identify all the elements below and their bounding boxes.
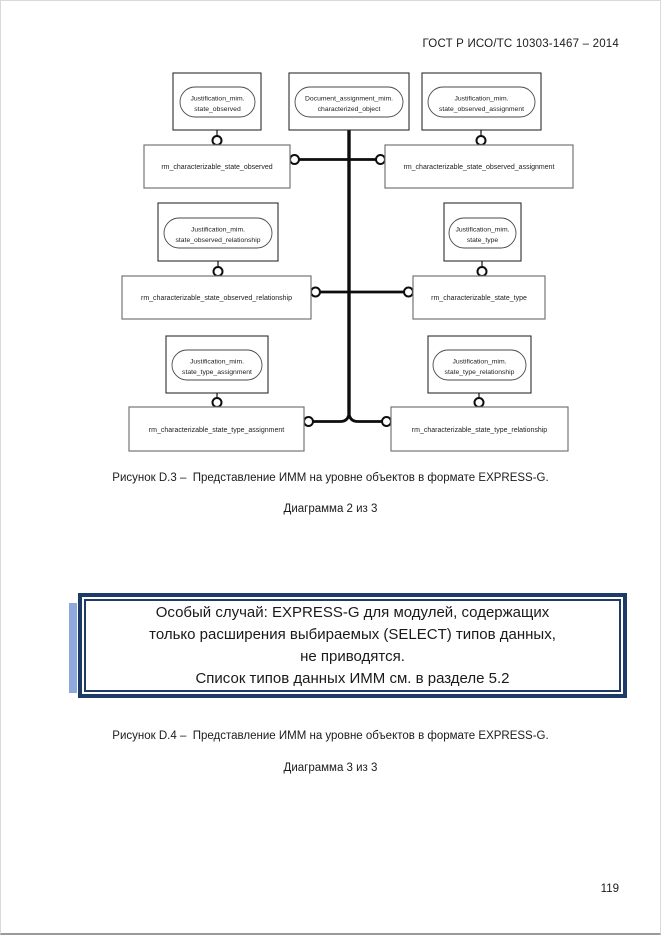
ref-node-label: state_observed_relationship <box>175 237 260 244</box>
entity-node-label: rm_characterizable_state_type_relationsh… <box>412 427 548 434</box>
ref-node-state-observed-relationship: Justification_mim. state_observed_relati… <box>157 202 279 277</box>
ref-node-characterized-object: Document_assignment_mim. characterized_o… <box>288 72 410 131</box>
ref-node-label: Justification_mim. <box>454 96 508 103</box>
ref-node-label: state_type_relationship <box>445 369 515 376</box>
page-number: 119 <box>600 883 619 895</box>
express-g-diagram: Justification_mim. state_observed Docume… <box>121 72 574 452</box>
ref-node-label: Justification_mim. <box>455 227 509 234</box>
entity-node-label: rm_characterizable_state_observed_assign… <box>404 164 555 171</box>
ref-node-state-type-assignment: Justification_mim. state_type_assignment <box>165 335 269 408</box>
connector-circle <box>289 154 300 165</box>
entity-node-label: rm_characterizable_state_type <box>431 295 527 302</box>
ref-node-state-type: Justification_mim. state_type <box>443 202 522 277</box>
entity-node-box <box>390 406 569 452</box>
connector-circle <box>303 416 314 427</box>
entity-node-box <box>384 144 574 189</box>
connector-circle <box>381 416 392 427</box>
ref-node-label: state_observed_assignment <box>439 106 524 113</box>
ref-node-label: Justification_mim. <box>452 359 506 366</box>
ref-node-label: state_observed <box>194 106 241 113</box>
connector-circle <box>375 154 386 165</box>
ref-node-oval <box>294 86 404 118</box>
notice-line: только расширения выбираемых (SELECT) ти… <box>149 625 556 643</box>
connector-circle <box>475 135 487 146</box>
notice-line: Список типов данных ИММ см. в разделе 5.… <box>195 669 510 687</box>
entity-node-box <box>412 275 546 320</box>
ref-node-oval <box>432 349 527 381</box>
figure-d3-caption: Рисунок D.3 – Представление ИММ на уровн… <box>112 472 549 484</box>
figure-d4-caption: Рисунок D.4 – Представление ИММ на уровн… <box>112 730 549 742</box>
entity-node-box <box>121 275 312 320</box>
entity-node-box <box>128 406 305 452</box>
connector-circle <box>211 135 223 146</box>
notice-box-shadow <box>69 603 77 693</box>
connector-circle <box>310 286 321 298</box>
connector-circle <box>476 266 488 277</box>
ref-node-oval <box>179 86 256 118</box>
entity-node-label: rm_characterizable_state_observed <box>161 164 272 171</box>
notice-box: Особый случай: EXPRESS-G для модулей, со… <box>69 593 627 698</box>
ref-node-oval <box>448 217 517 249</box>
ref-node-label: characterized_object <box>318 106 381 113</box>
ref-node-label: Justification_mim. <box>190 96 244 103</box>
entity-node-rm-characterizable-state-type-relationship: rm_characterizable_state_type_relationsh… <box>390 406 569 452</box>
entity-node-rm-characterizable-state-type-assignment: rm_characterizable_state_type_assignment <box>128 406 305 452</box>
notice-line: Особый случай: EXPRESS-G для модулей, со… <box>155 603 550 621</box>
entity-node-rm-characterizable-state-observed: rm_characterizable_state_observed <box>143 144 291 189</box>
figure-d3-subcaption: Диаграмма 2 из 3 <box>283 503 378 515</box>
connector-circle <box>211 397 223 408</box>
ref-node-state-observed: Justification_mim. state_observed <box>172 72 262 146</box>
ref-node-label: state_type <box>467 237 499 244</box>
ref-node-state-observed-assignment: Justification_mim. state_observed_assign… <box>421 72 542 146</box>
figure-d4-subcaption: Диаграмма 3 из 3 <box>283 762 378 774</box>
ref-node-state-type-relationship: Justification_mim. state_type_relationsh… <box>427 335 532 408</box>
connector-circle <box>473 397 485 408</box>
ref-node-oval <box>427 86 536 118</box>
entity-node-label: rm_characterizable_state_type_assignment <box>149 427 284 434</box>
ref-node-oval <box>163 217 273 249</box>
notice-line: не приводятся. <box>300 647 405 665</box>
entity-node-box <box>143 144 291 189</box>
ref-node-oval <box>171 349 263 381</box>
page-header: ГОСТ Р ИСО/ТС 10303-1467 – 2014 <box>422 38 619 50</box>
ref-node-box <box>288 72 410 131</box>
ref-node-label: state_type_assignment <box>182 369 252 376</box>
notice-box-inner: Особый случай: EXPRESS-G для модулей, со… <box>84 599 621 692</box>
entity-node-label: rm_characterizable_state_observed_relati… <box>141 295 292 302</box>
entity-node-rm-characterizable-state-observed-assignment: rm_characterizable_state_observed_assign… <box>384 144 574 189</box>
entity-node-rm-characterizable-state-observed-relationship: rm_characterizable_state_observed_relati… <box>121 275 312 320</box>
ref-node-label: Document_assignment_mim. <box>305 96 393 103</box>
entity-node-rm-characterizable-state-type: rm_characterizable_state_type <box>412 275 546 320</box>
ref-node-label: Justification_mim. <box>191 227 245 234</box>
connector-circle <box>212 266 224 277</box>
ref-node-label: Justification_mim. <box>190 359 244 366</box>
connector-circle <box>403 286 414 298</box>
relationship-lines <box>289 130 414 427</box>
